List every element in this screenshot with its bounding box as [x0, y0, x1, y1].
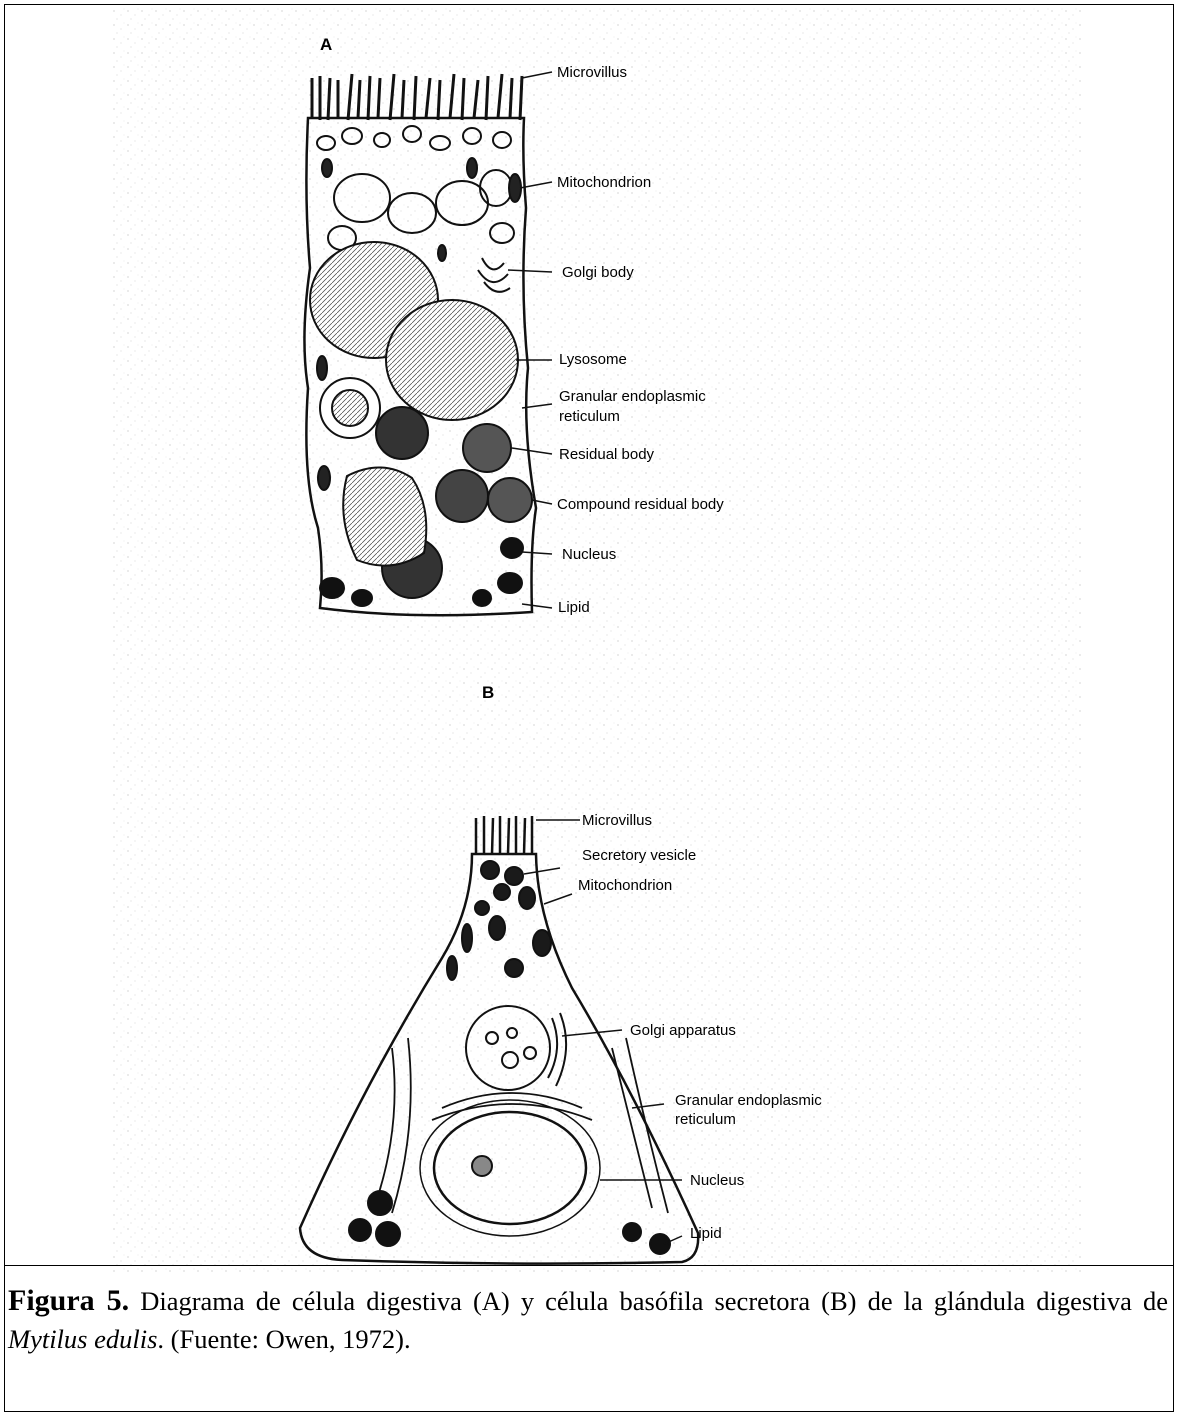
caption-text-2: . (Fuente: Owen, 1972).: [157, 1324, 410, 1354]
label-a-granular-er-1: Granular endoplasmic: [559, 388, 706, 405]
label-b-lipid: Lipid: [690, 1225, 722, 1242]
label-b-mitochondrion: Mitochondrion: [578, 877, 672, 894]
label-b-nucleus: Nucleus: [690, 1172, 744, 1189]
label-a-lysosome: Lysosome: [559, 351, 627, 368]
label-a-mitochondrion: Mitochondrion: [557, 174, 651, 191]
label-a-residual-body: Residual body: [559, 446, 655, 463]
label-b-golgi-apparatus: Golgi apparatus: [630, 1022, 736, 1039]
caption-text-1: Diagrama de célula digestiva (A) y célul…: [129, 1286, 1168, 1316]
label-b-granular-er-1: Granular endoplasmic: [675, 1092, 822, 1109]
nucleus-b: [434, 1112, 586, 1224]
label-a-microvillus: Microvillus: [557, 64, 627, 81]
label-a-granular-er-2: reticulum: [559, 408, 620, 425]
caption-divider: [4, 1265, 1174, 1266]
figure-caption: Figura 5. Diagrama de célula digestiva (…: [8, 1282, 1168, 1358]
label-b-microvillus: Microvillus: [582, 812, 652, 829]
label-b-granular-er-2: reticulum: [675, 1111, 736, 1128]
nucleus-a: [343, 467, 426, 565]
caption-species: Mytilus edulis: [8, 1324, 157, 1354]
panel-b-letter: B: [482, 683, 494, 702]
nucleolus-b: [472, 1156, 492, 1176]
label-a-nucleus: Nucleus: [562, 546, 616, 563]
label-b-secretory-vesicle: Secretory vesicle: [582, 847, 696, 864]
figure-illustration: A: [112, 8, 1082, 1278]
label-a-lipid: Lipid: [558, 599, 590, 616]
lysosome-a-2: [386, 300, 518, 420]
panel-a-letter: A: [320, 35, 332, 54]
label-a-golgi-body: Golgi body: [562, 264, 634, 281]
label-a-compound-residual-body: Compound residual body: [557, 496, 724, 513]
caption-label: Figura 5.: [8, 1284, 129, 1317]
speckled-background: [112, 8, 1082, 1273]
